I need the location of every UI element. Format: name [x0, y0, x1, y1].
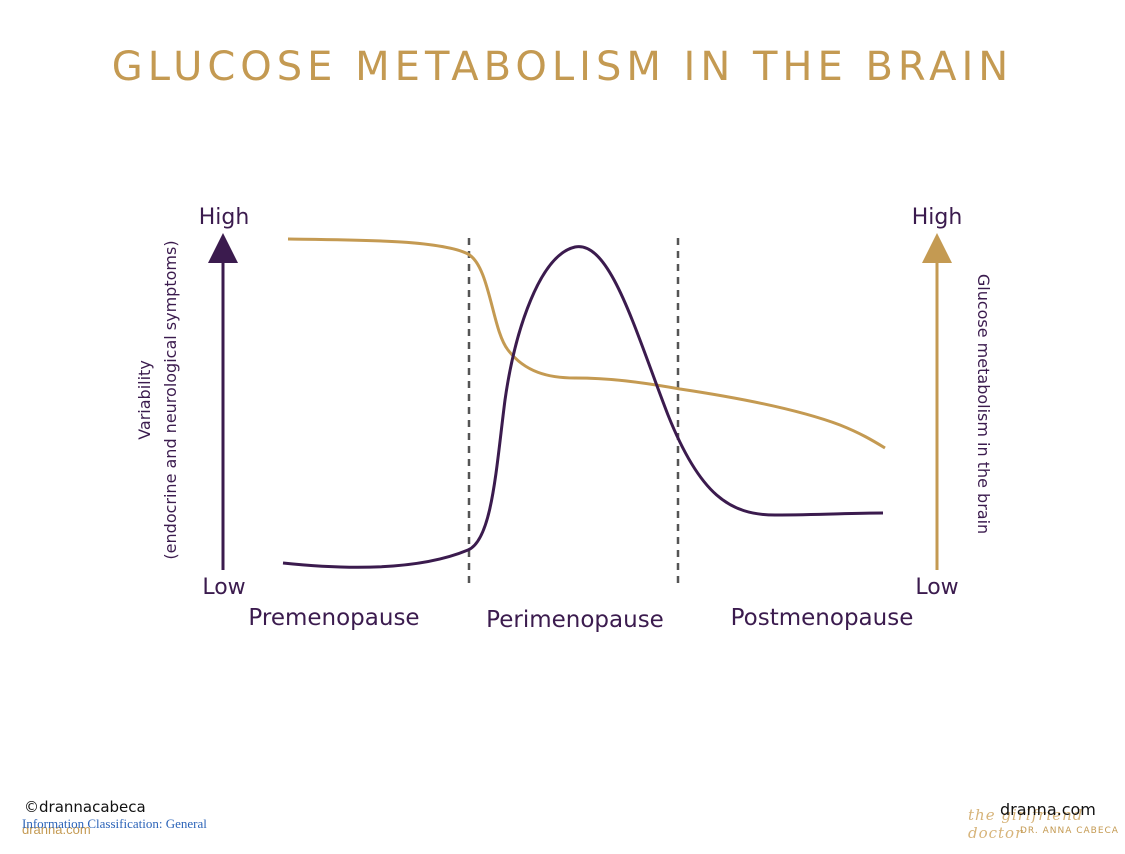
left-axis-high-label: High: [199, 205, 250, 230]
footer-classification: Information Classification: General: [22, 816, 207, 831]
stage-label-postmenopause: Postmenopause: [731, 605, 914, 631]
right-axis-high-label: High: [912, 205, 963, 230]
right-axis-low-label: Low: [915, 575, 958, 600]
variability-curve: [282, 245, 884, 569]
right-axis-title: Glucose metabolism in the brain: [974, 274, 993, 534]
left-axis-title-line1: Variability: [135, 360, 154, 440]
left-axis-title-line2: (endocrine and neurological symptoms): [161, 240, 180, 559]
footer-site-small: dranna.com: [22, 822, 91, 837]
page-title: GLUCOSE METABOLISM IN THE BRAIN: [111, 44, 1014, 90]
stage-label-perimenopause: Perimenopause: [486, 607, 664, 633]
stage-label-premenopause: Premenopause: [248, 605, 419, 631]
footer-credit: ©drannacabeca: [24, 798, 146, 816]
footer-site-right: dranna.com: [1000, 800, 1096, 819]
footer-doctor-name: DR. ANNA CABECA: [1020, 826, 1119, 836]
left-axis-low-label: Low: [202, 575, 245, 600]
glucose-metabolism-curve: [287, 237, 886, 450]
footer-brand-script: the girlfriend doctor: [968, 806, 1084, 842]
